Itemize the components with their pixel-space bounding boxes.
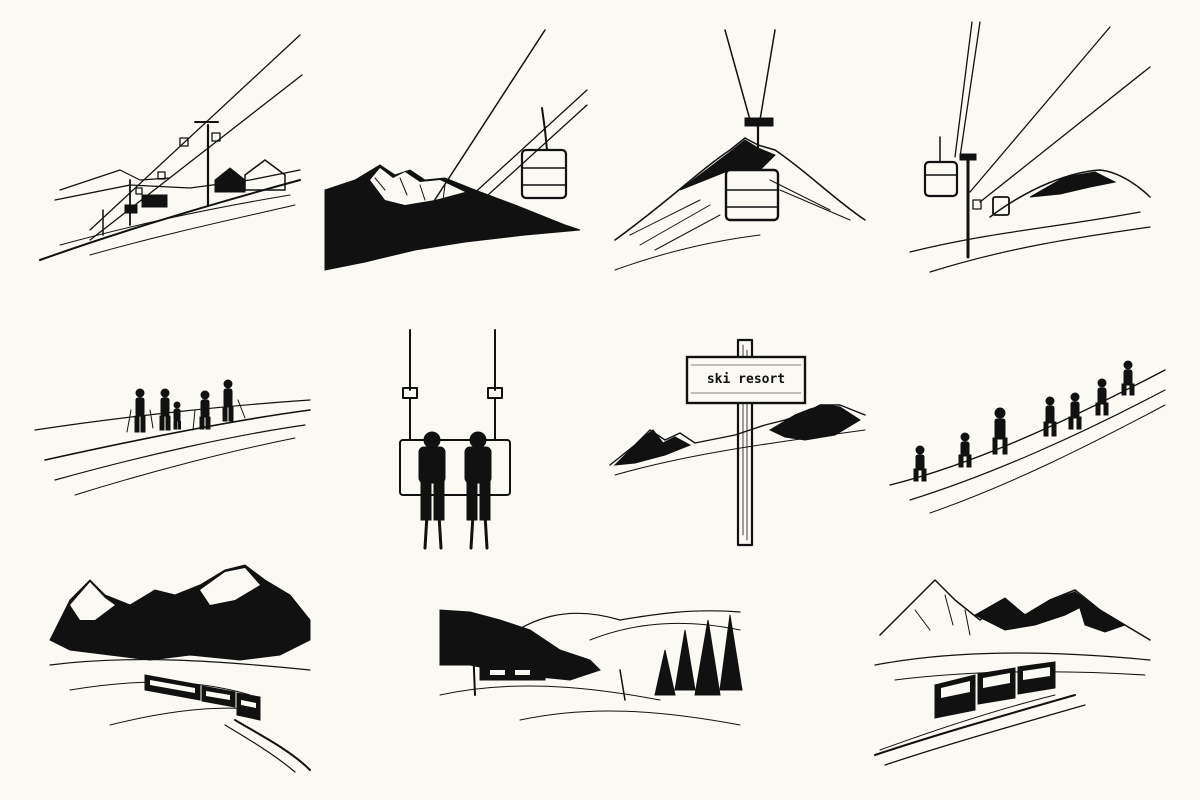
scene-gondola-summit	[610, 29, 880, 275]
scene-ski-group-slope	[34, 370, 315, 510]
scene-valley-chalet	[439, 600, 755, 740]
scene-train-tunnel-mountains	[874, 570, 1165, 770]
scene-ski-resort-signpost: ski resort	[605, 335, 880, 550]
scene-chairlift-riders	[385, 329, 520, 550]
scene-skiers-climbing	[889, 355, 1170, 520]
scene-train-mountains	[49, 560, 315, 775]
scene-gondola-mountain	[324, 29, 590, 275]
scene-cable-car-village	[30, 30, 310, 270]
train	[144, 674, 261, 721]
signpost-text: ski resort	[706, 372, 786, 387]
scene-gondola-tower	[900, 21, 1170, 277]
signpost-board	[685, 355, 807, 405]
